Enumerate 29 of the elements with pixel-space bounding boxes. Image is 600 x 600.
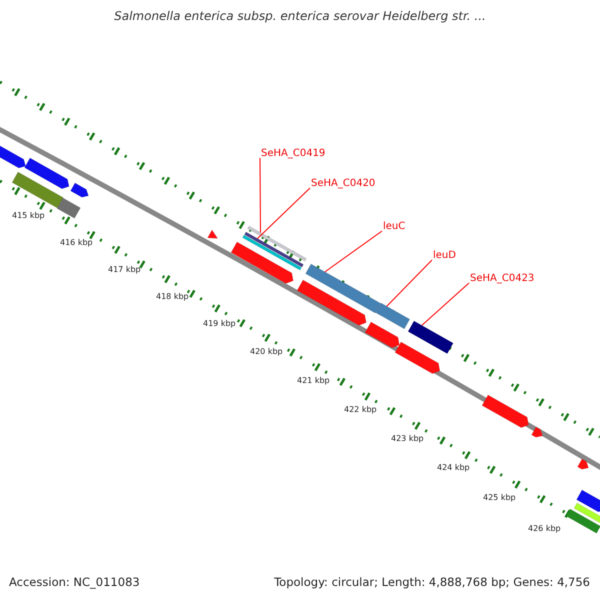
title: Salmonella enterica subsp. enterica serovar Heidelberg str. ... [113,10,487,24]
scale-label: 420 kbp [250,348,283,357]
leader-line [324,230,382,272]
leader-line [257,188,310,239]
gene-bar [375,302,410,330]
gene-label: SeHA_C0423 [470,273,534,284]
scale-label: 418 kbp [156,293,189,302]
scale-label: 417 kbp [108,266,141,275]
leader-line [386,260,432,307]
gene-bar [408,320,454,354]
scale-label: 416 kbp [60,239,93,248]
gene-label: SeHA_C0419 [261,148,326,159]
info-text: Topology: circular; Length: 4,888,768 bp; Genes: 4,756 [274,576,590,589]
gene-bar [247,226,307,262]
scale-label: 425 kbp [483,494,516,503]
scale-label: 415 kbp [12,212,45,221]
scale-label: 426 kbp [528,525,561,534]
scale-label: 421 kbp [297,377,330,386]
info-text: Accession: NC_011083 [9,576,140,589]
scale-label: 424 kbp [437,464,470,473]
gene-label: SeHA_C0420 [311,178,376,189]
scale-label: 423 kbp [391,435,424,444]
gene-label: leuD [433,250,456,261]
scale-label: 422 kbp [344,406,377,415]
scale-label: 419 kbp [203,320,236,329]
gene-label: leuC [383,221,406,232]
gene-bar [305,264,381,314]
leader-line [421,282,470,326]
leader-line [260,158,261,233]
